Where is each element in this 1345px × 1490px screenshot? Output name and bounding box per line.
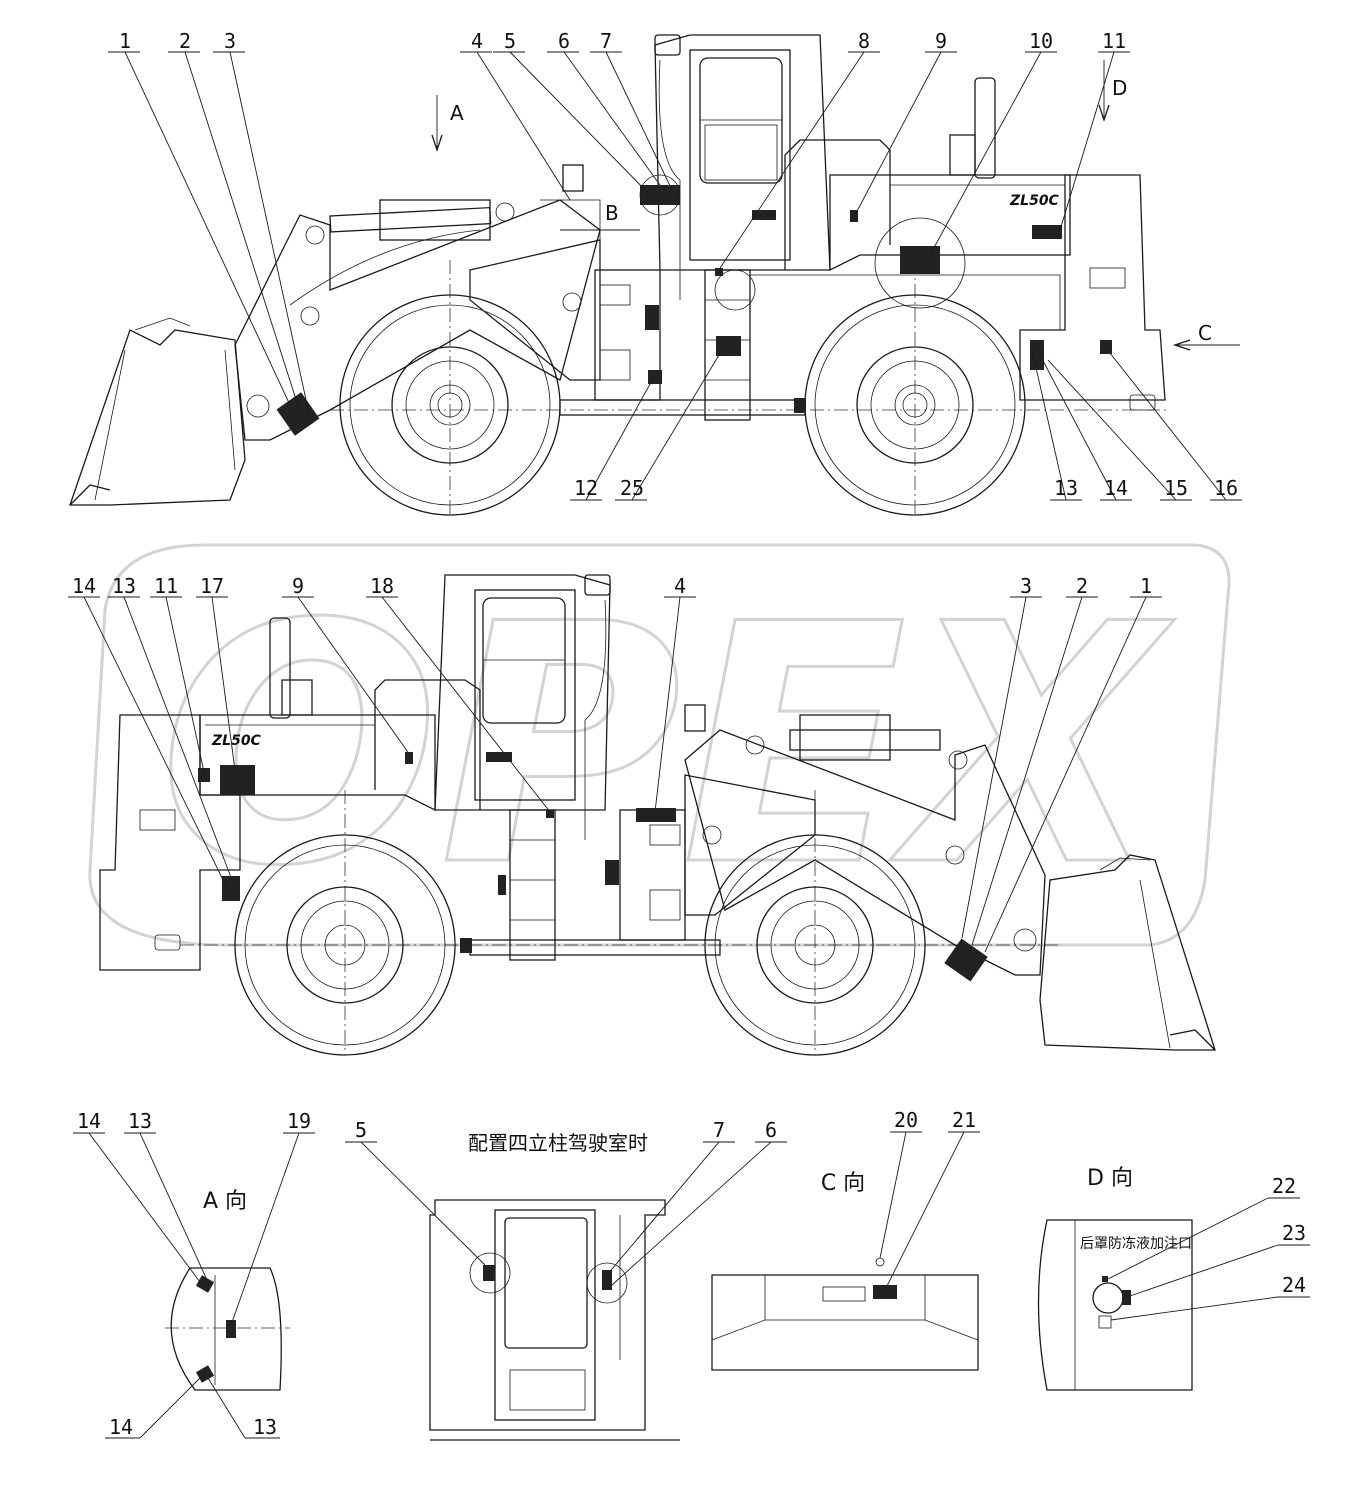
callout-15: 15 xyxy=(1164,476,1188,500)
callout-18: 18 xyxy=(370,574,394,598)
callout-17: 17 xyxy=(200,574,224,598)
callout-13-lower: 13 xyxy=(253,1415,277,1439)
callout-9: 9 xyxy=(292,574,304,598)
callout-14-lower: 14 xyxy=(109,1415,133,1439)
callout-3: 3 xyxy=(224,29,236,53)
watermark-text: OPEX xyxy=(159,554,1175,938)
callout-6: 6 xyxy=(765,1118,777,1142)
callout-20: 20 xyxy=(894,1108,918,1132)
callout-14: 14 xyxy=(72,574,96,598)
arrow-a-label: A xyxy=(450,101,464,125)
callout-7: 7 xyxy=(713,1118,725,1142)
callout-13: 13 xyxy=(112,574,136,598)
callout-4: 4 xyxy=(674,574,686,598)
callout-25: 25 xyxy=(620,476,644,500)
callout-11: 11 xyxy=(1102,29,1126,53)
bottom-view-callouts: 14 13 11 17 9 18 4 3 2 1 xyxy=(72,574,1152,598)
callout-3: 3 xyxy=(1020,574,1032,598)
callout-4: 4 xyxy=(471,29,483,53)
cab-detail: 配置四立柱驾驶室时 5 7 6 xyxy=(345,1118,787,1441)
view-c-title: C 向 xyxy=(821,1171,865,1196)
callout-1: 1 xyxy=(1140,574,1152,598)
callout-8: 8 xyxy=(858,29,870,53)
arrow-b-label: B xyxy=(605,201,619,225)
callout-23: 23 xyxy=(1282,1221,1306,1245)
callout-13: 13 xyxy=(1054,476,1078,500)
arrow-c-label: C xyxy=(1198,321,1212,345)
callout-5: 5 xyxy=(504,29,516,53)
callout-24: 24 xyxy=(1282,1273,1306,1297)
callout-7: 7 xyxy=(600,29,612,53)
callout-2: 2 xyxy=(179,29,191,53)
bottom-side-view: ZL50C 14 13 xyxy=(68,574,1216,1056)
callout-11: 11 xyxy=(154,574,178,598)
callout-21: 21 xyxy=(952,1108,976,1132)
callout-22: 22 xyxy=(1272,1174,1296,1198)
callout-9: 9 xyxy=(935,29,947,53)
callout-12: 12 xyxy=(574,476,598,500)
view-d-title: D 向 xyxy=(1087,1166,1133,1191)
view-a-title: A 向 xyxy=(203,1189,247,1214)
top-side-view: ZL50C A B D C xyxy=(69,29,1242,516)
callout-14: 14 xyxy=(1104,476,1128,500)
model-badge-top: ZL50C xyxy=(1009,193,1060,209)
watermark: OPEX xyxy=(88,543,1231,947)
view-d: D 向 后罩防冻液加注口 22 23 24 xyxy=(1037,1166,1310,1391)
cab-detail-title: 配置四立柱驾驶室时 xyxy=(468,1131,648,1155)
callout-2: 2 xyxy=(1076,574,1088,598)
callout-10: 10 xyxy=(1029,29,1053,53)
antifreeze-filler-label: 后罩防冻液加注口 xyxy=(1080,1235,1192,1252)
callout-14: 14 xyxy=(77,1109,101,1133)
callout-16: 16 xyxy=(1214,476,1238,500)
callout-1: 1 xyxy=(119,29,131,53)
view-c: C 向 20 21 xyxy=(711,1108,980,1371)
top-view-callouts: 1 2 3 4 5 6 7 8 9 10 11 12 25 13 14 15 1… xyxy=(119,29,1238,500)
view-a: A 向 14 13 19 14 13 xyxy=(73,1109,315,1439)
callout-5: 5 xyxy=(355,1118,367,1142)
callout-6: 6 xyxy=(558,29,570,53)
callout-13: 13 xyxy=(128,1109,152,1133)
callout-19: 19 xyxy=(287,1109,311,1133)
arrow-d-label: D xyxy=(1112,76,1127,100)
model-badge-bottom: ZL50C xyxy=(211,733,262,749)
